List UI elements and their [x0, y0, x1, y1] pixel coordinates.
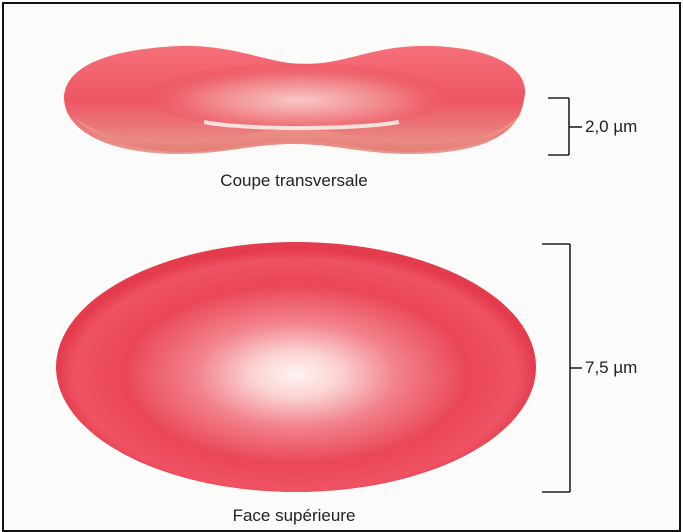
- top-view-cell: [56, 242, 536, 492]
- cross-section-cell: [64, 46, 525, 154]
- top-view-caption: Face supérieure: [233, 506, 356, 526]
- cross-section-thickness-label: 2,0 µm: [585, 117, 637, 137]
- top-view-dimension-bracket: [542, 244, 582, 492]
- cross-section-caption: Coupe transversale: [220, 171, 367, 191]
- cross-section-dimension-bracket: [548, 98, 582, 155]
- top-view-diameter-label: 7,5 µm: [585, 358, 637, 378]
- red-blood-cell-diagram: [4, 4, 679, 530]
